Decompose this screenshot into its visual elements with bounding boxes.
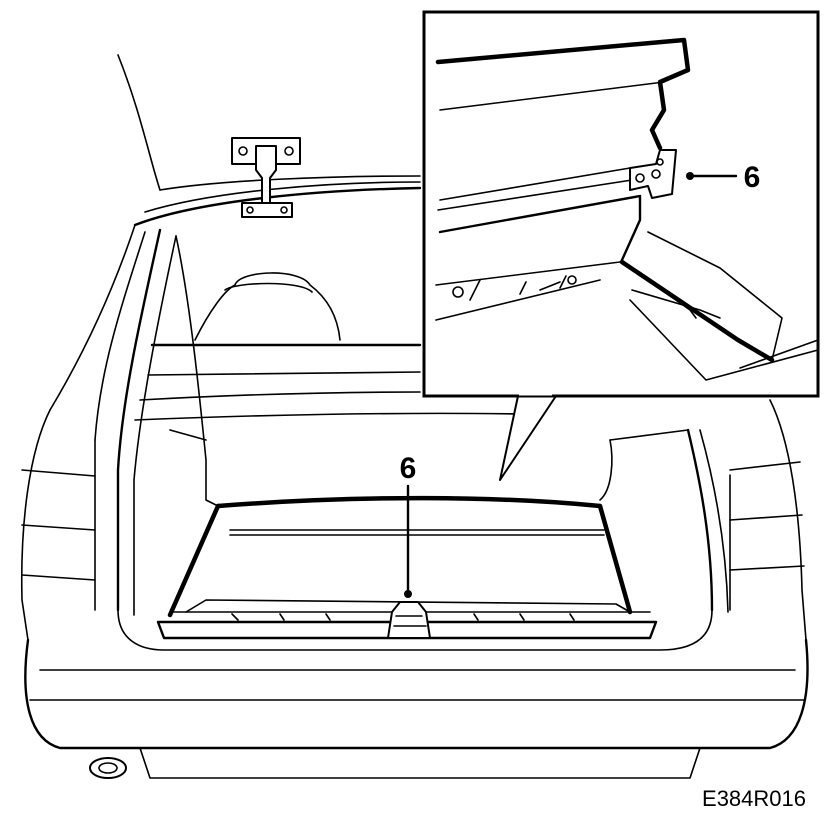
luggage-compartment-interior bbox=[117, 235, 713, 651]
inset-frame bbox=[422, 10, 820, 398]
reference-code: E384R016 bbox=[702, 786, 806, 811]
car-rear-body bbox=[20, 54, 809, 779]
tailgate-hinge bbox=[231, 137, 301, 218]
main-callout: 6 bbox=[400, 452, 417, 598]
main-callout-label: 6 bbox=[400, 452, 417, 485]
detail-inset bbox=[422, 10, 820, 481]
inset-callout: 6 bbox=[686, 161, 760, 194]
inset-callout-label: 6 bbox=[744, 161, 761, 194]
main-callout-dot bbox=[404, 590, 412, 598]
